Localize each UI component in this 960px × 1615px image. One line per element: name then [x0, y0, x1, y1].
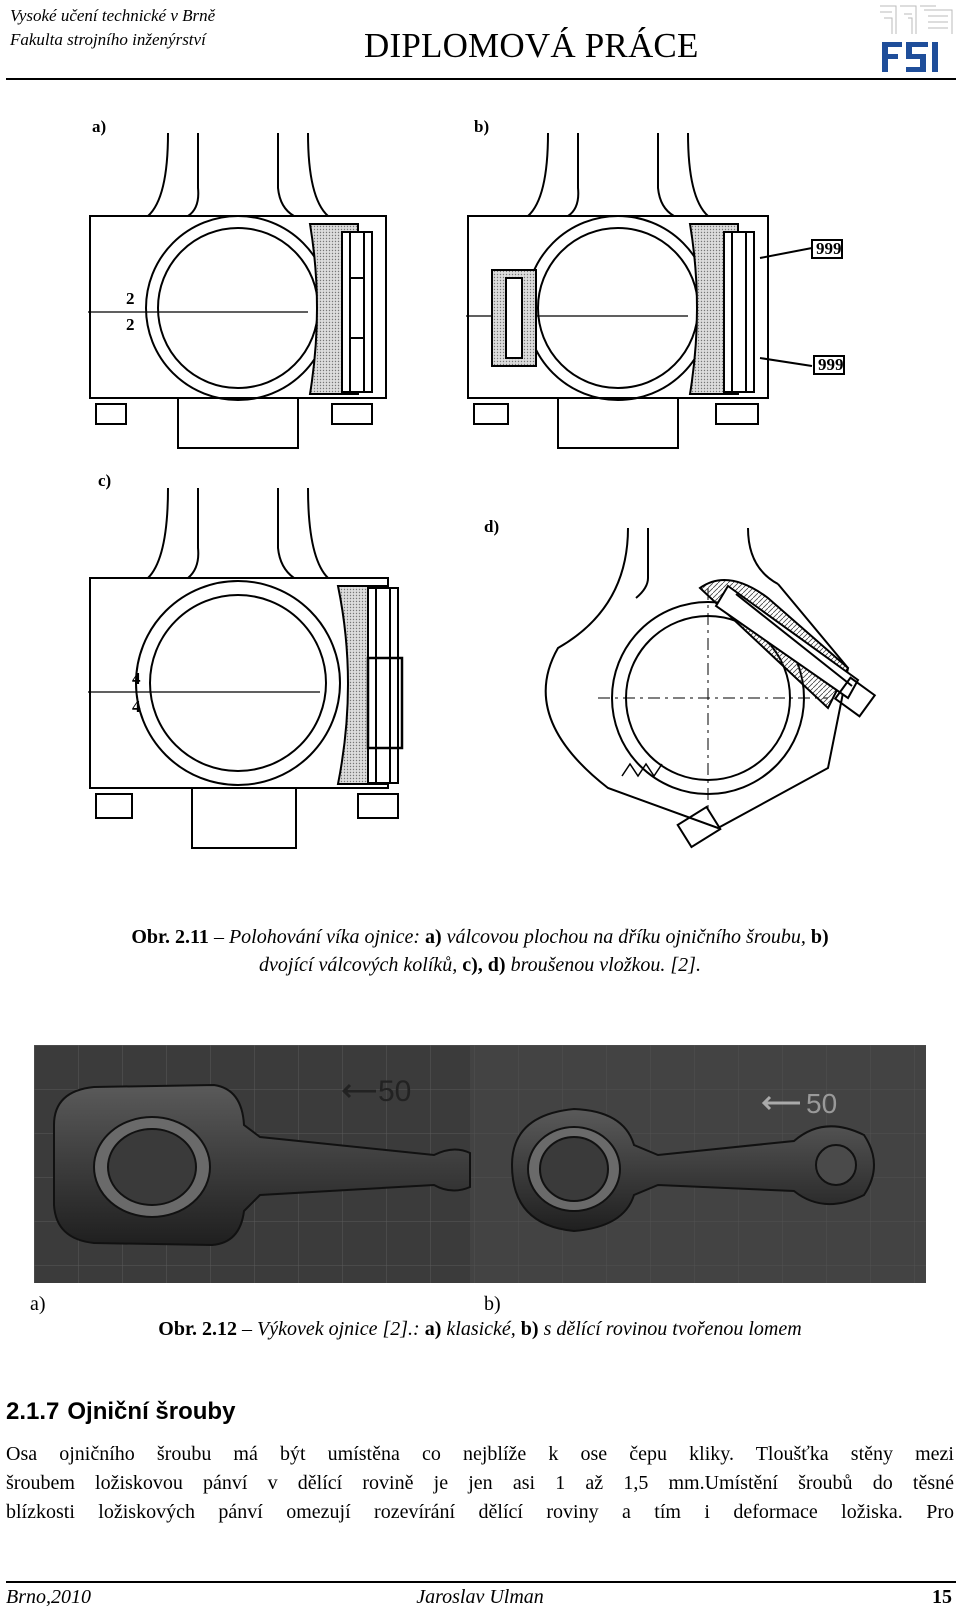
- forging-a: [53, 1083, 471, 1247]
- photo-scale-label-a: 50: [378, 1075, 411, 1108]
- figure-2-11-caption-text1: – Polohování víka ojnice:: [208, 926, 425, 948]
- drawing-a-mark-2-upper: 2: [126, 289, 135, 308]
- figure-2-11-caption-line1: Obr. 2.11 – Polohování víka ojnice: a) v…: [30, 926, 930, 949]
- drawing-a: [88, 132, 387, 449]
- figure-2-12-caption-b-rest: s dělící rovinou tvořenou lomem: [538, 1318, 802, 1340]
- figure-2-11-caption-prefix: Obr. 2.11: [131, 926, 209, 948]
- figure-2-11-caption-text3: dvojící válcových kolíků,: [259, 954, 463, 976]
- tag-999-lower: 999: [818, 355, 844, 374]
- header-faculty: Fakulta strojního inženýrství: [10, 30, 206, 49]
- footer-author: Jaroslav Ulman: [416, 1586, 544, 1608]
- drawing-b: [466, 132, 845, 449]
- footer-page-number: 15: [932, 1586, 952, 1608]
- figure-2-11-caption-cd: c), d): [462, 954, 506, 976]
- drawing-c-label: c): [98, 471, 111, 490]
- paragraph-line-1: Osa ojničního šroubu má být umístěna co …: [6, 1443, 954, 1465]
- tag-999-upper: 999: [816, 239, 842, 258]
- figure-2-12-caption-a: a): [424, 1318, 442, 1340]
- drawing-a-mark-2-lower: 2: [126, 315, 135, 334]
- figure-2-11-drawings: a) 2 2 b) 999 999: [88, 117, 877, 849]
- drawing-d: [544, 527, 877, 849]
- drawing-c-mark-4-lower: 4: [132, 697, 141, 716]
- figure-2-11-caption-b: b): [810, 926, 829, 948]
- header-university: Vysoké učení technické v Brně: [10, 6, 216, 25]
- section-heading: 2.1.7 Ojniční šrouby: [6, 1398, 243, 1426]
- drawing-b-label: b): [474, 117, 489, 136]
- footer-place-year: Brno,2010: [6, 1586, 91, 1608]
- section-number: 2.1.7: [6, 1398, 60, 1425]
- figure-2-12-caption-prefix: Obr. 2.12: [158, 1318, 238, 1340]
- figure-2-11-caption-a: a): [424, 926, 442, 948]
- figure-2-12-label-a: a): [30, 1293, 46, 1315]
- drawing-a-label: a): [92, 117, 106, 136]
- figure-2-11-caption-line2: dvojící válcových kolíků, c), d) broušen…: [30, 954, 930, 977]
- photo-scale-label-b: 50: [806, 1088, 837, 1119]
- figure-2-11-caption-text2: válcovou plochou na dříku ojničního šrou…: [441, 926, 811, 948]
- header-title: DIPLOMOVÁ PRÁCE: [364, 26, 699, 65]
- figure-2-12-caption-text: – Výkovek ojnice [2].:: [237, 1318, 425, 1340]
- section-title: Ojniční šrouby: [67, 1398, 236, 1425]
- drawing-c: [88, 487, 404, 849]
- figure-2-12-label-b: b): [484, 1293, 501, 1315]
- drawing-c-mark-4-upper: 4: [132, 669, 141, 688]
- figure-2-12-caption: Obr. 2.12 – Výkovek ojnice [2].: a) klas…: [30, 1318, 930, 1341]
- figure-2-11-caption-text4: broušenou vložkou. [2].: [505, 954, 701, 976]
- figure-2-12-photo: 50 50: [34, 1045, 926, 1283]
- fsi-logo: [878, 5, 954, 74]
- photo-scale-mark-b: [761, 1095, 800, 1111]
- header-rule: [6, 78, 956, 80]
- forging-b: [510, 1107, 875, 1233]
- figure-2-12-caption-b: b): [520, 1318, 539, 1340]
- paragraph-line-2: šroubem ložiskovou pánví v dělící rovině…: [6, 1472, 954, 1494]
- figure-2-12-caption-a-rest: klasické,: [441, 1318, 521, 1340]
- paragraph-line-3: blízkosti ložiskových pánví omezují roze…: [6, 1501, 954, 1523]
- footer-rule: [6, 1581, 956, 1583]
- photo-scale-mark-a: [341, 1083, 376, 1099]
- drawing-d-label: d): [484, 517, 499, 536]
